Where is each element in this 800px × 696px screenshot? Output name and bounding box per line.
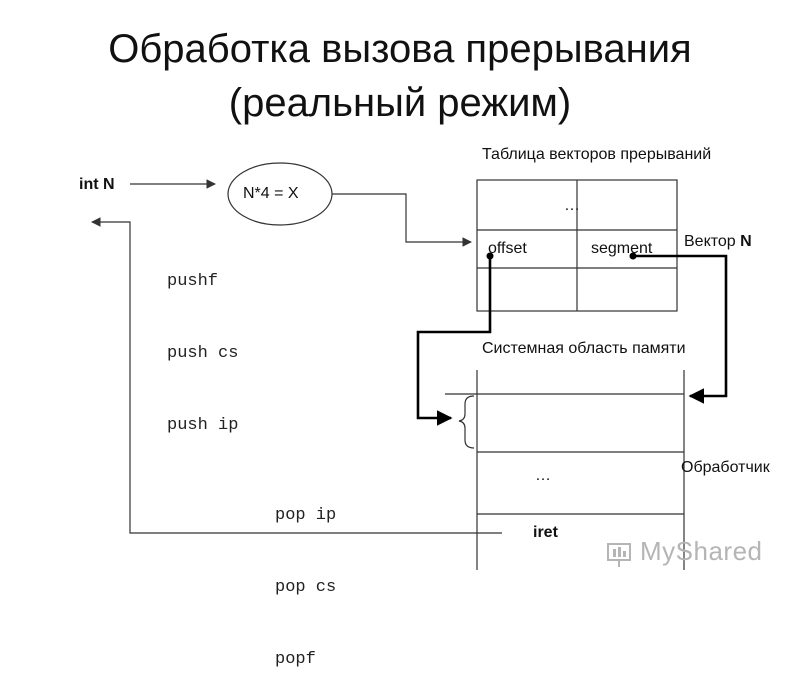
offset-pointer-path: [416, 256, 492, 426]
segment-dot: [629, 252, 637, 260]
return-arrow: [91, 217, 502, 534]
pop-code: pop ip pop cs popf: [275, 456, 336, 696]
offset-label: offset: [488, 240, 527, 257]
code-line: popf: [275, 650, 316, 669]
watermark-icon: [607, 543, 631, 567]
push-code: pushf push cs push ip: [167, 222, 238, 462]
segment-label: segment: [591, 240, 653, 257]
offset-dot: [486, 252, 494, 260]
iret-label: iret: [533, 524, 558, 541]
segment-pointer-path: [633, 254, 728, 404]
code-line: push cs: [167, 344, 239, 363]
formula-label: N*4 = X: [243, 185, 299, 202]
watermark: MyShared: [640, 536, 763, 566]
slide-title-line-1: Обработка вызова прерывания: [108, 27, 692, 71]
code-line: pushf: [167, 272, 219, 291]
vector-n-label: Вектор N: [684, 233, 752, 251]
vector-n: N: [740, 233, 752, 250]
handler-ellipsis: …: [535, 467, 551, 484]
vector-prefix: Вектор: [684, 233, 741, 250]
handler-label: Обработчик: [681, 459, 770, 476]
code-line: pop ip: [275, 506, 337, 525]
interrupt-diagram: [91, 162, 728, 570]
slide-title-line-2: (реальный режим): [228, 81, 572, 125]
code-line: push ip: [167, 416, 239, 435]
handler-brace: [458, 395, 475, 449]
system-area-label: Системная область памяти: [482, 340, 686, 357]
int-n-label: int N: [79, 176, 115, 193]
code-line: pop cs: [275, 578, 337, 597]
vector-table-title: Таблица векторов прерываний: [482, 146, 712, 163]
ellipse-to-table-arrow: [332, 193, 472, 247]
table-ellipsis: …: [564, 197, 580, 214]
